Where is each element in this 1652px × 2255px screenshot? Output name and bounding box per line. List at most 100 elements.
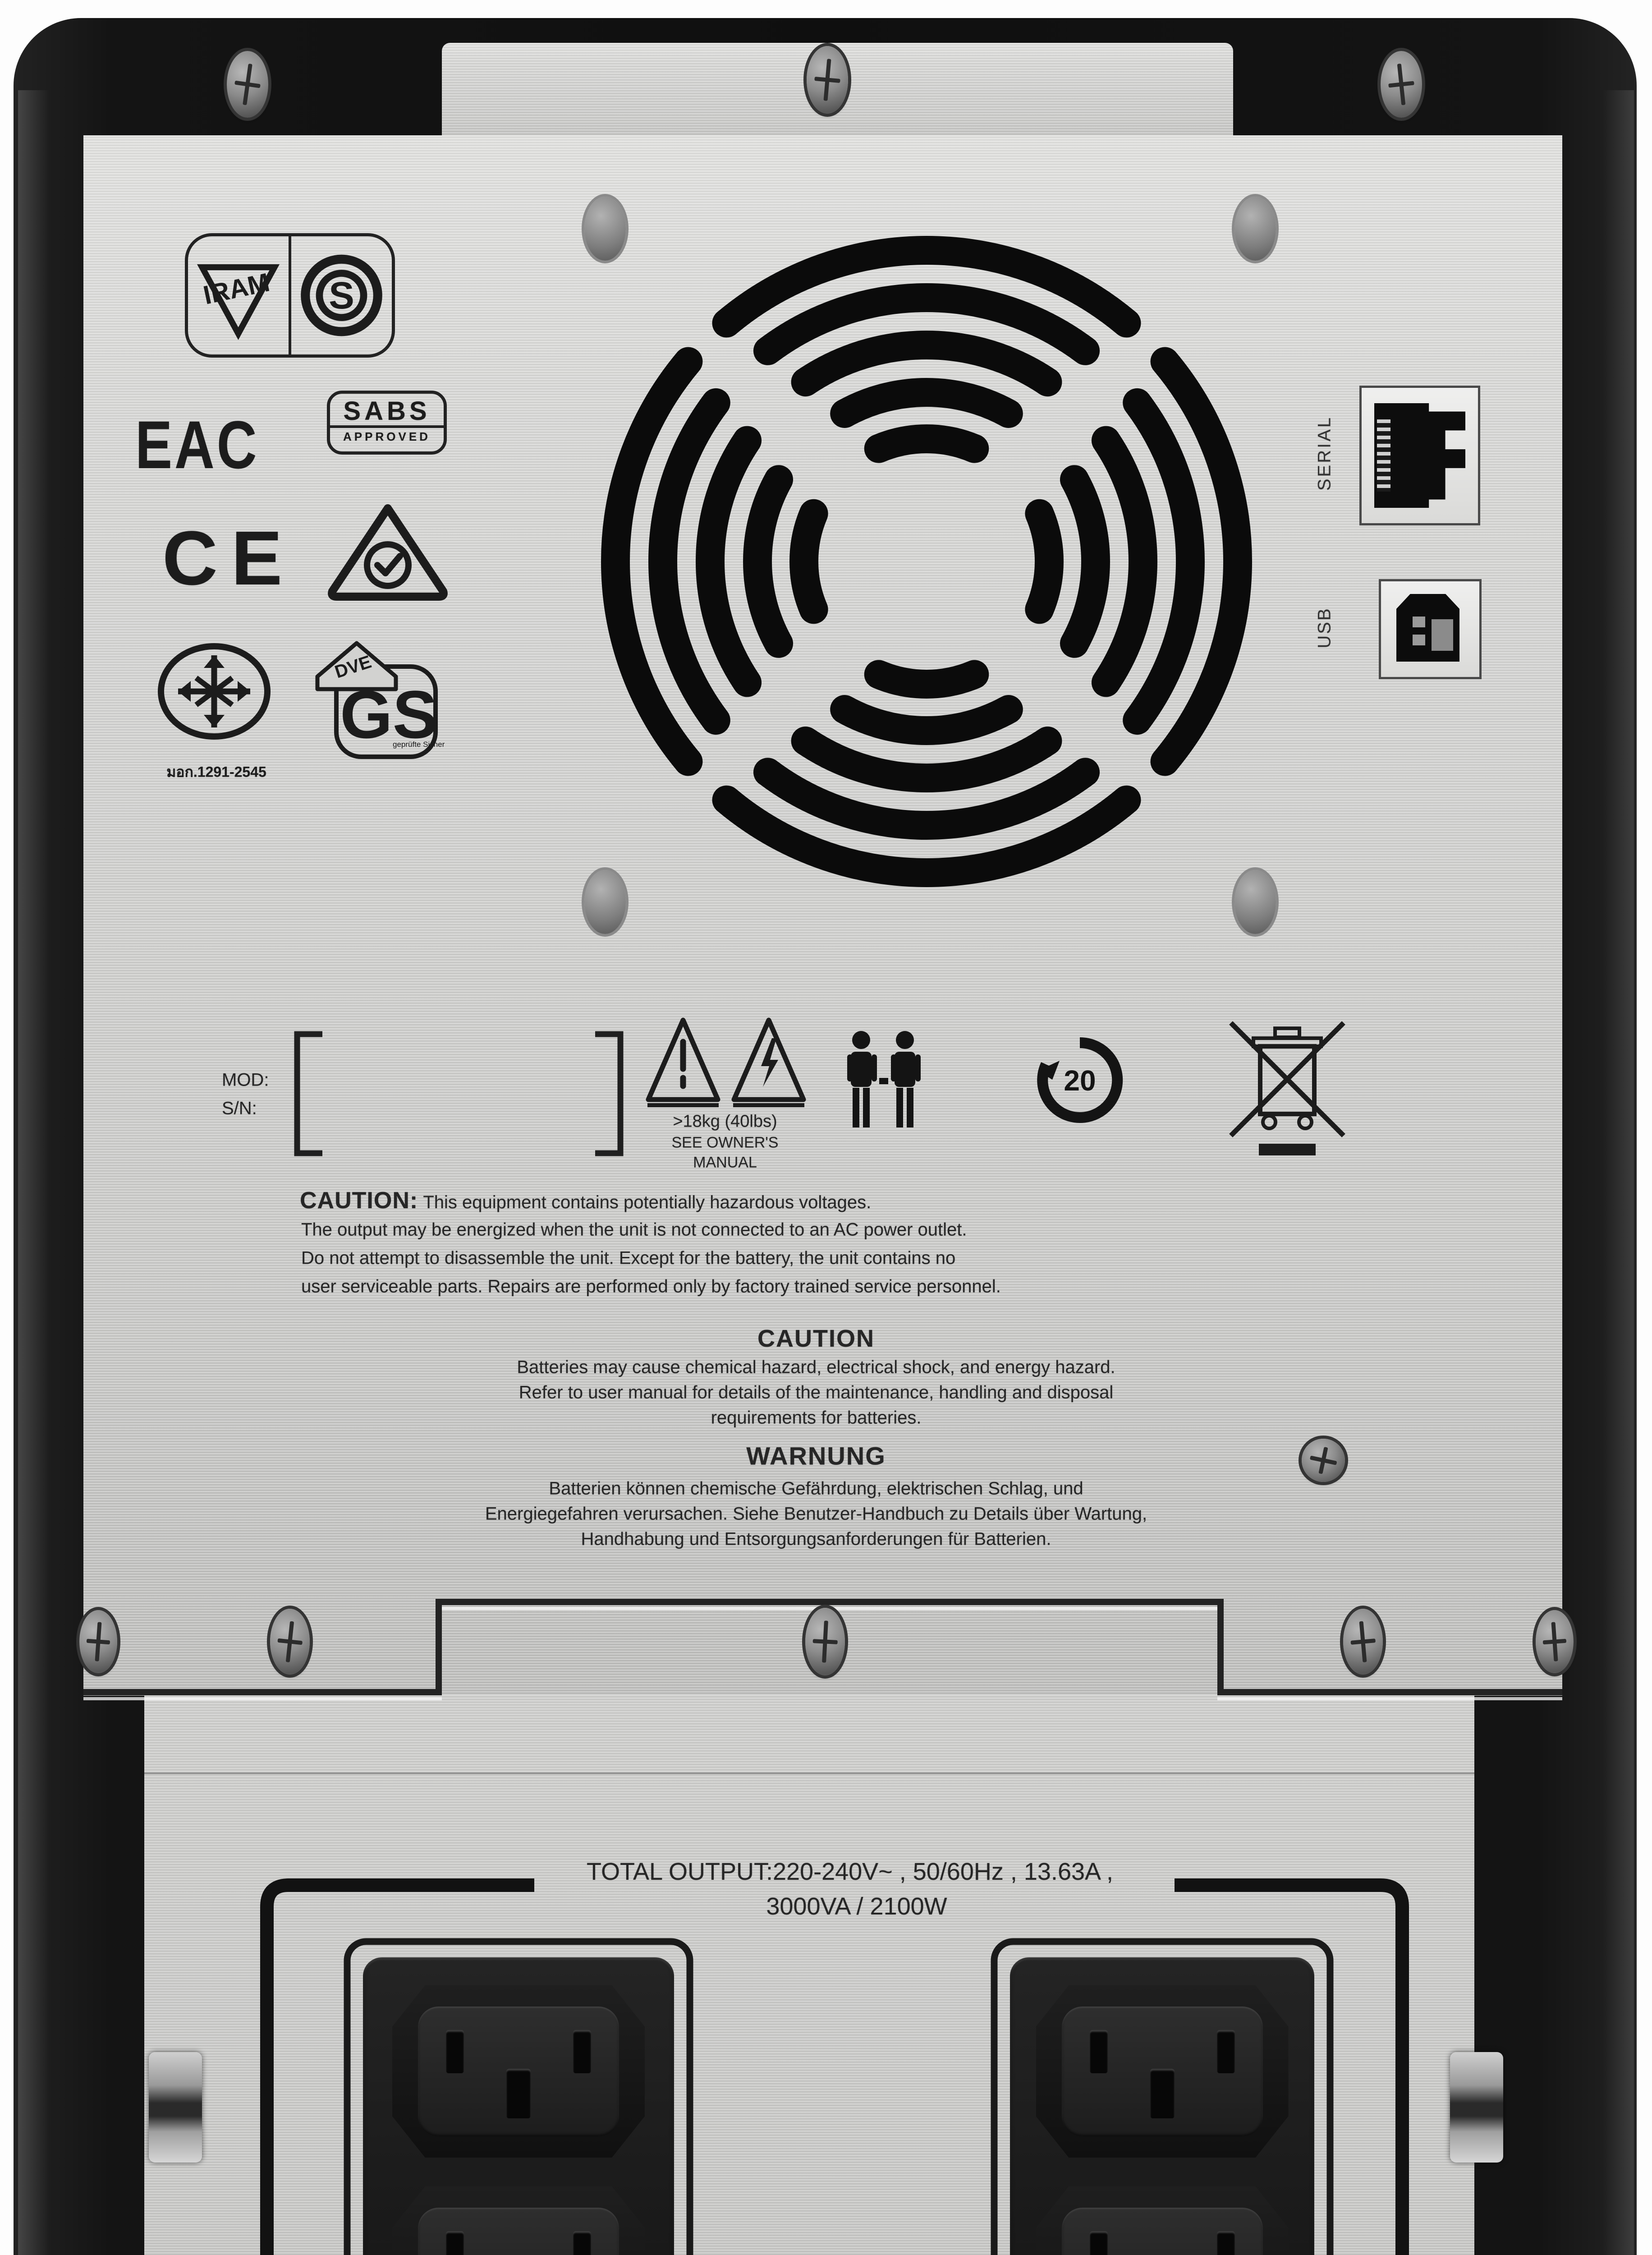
fan-grille-arc — [743, 465, 794, 658]
fan-grille-icon — [601, 236, 1252, 887]
iram-smark-logo: IRAM S — [185, 233, 395, 358]
fan-mount-hole — [584, 870, 626, 934]
usb-tongue — [1432, 619, 1453, 651]
warning-triangles-icon — [646, 1017, 806, 1107]
sabs-logo: SABS APPROVED — [327, 391, 447, 455]
c13-slot — [1150, 2069, 1175, 2118]
fan-grille-arc — [753, 283, 1100, 365]
usb-contact — [1413, 635, 1425, 645]
svg-text:S: S — [329, 274, 354, 317]
fan-grille-arc — [753, 758, 1100, 840]
fan-grille-arc — [789, 499, 828, 624]
upper-metal-panel — [83, 135, 1562, 1696]
c13-outlet — [392, 1985, 645, 2158]
iram-triangle-icon: IRAM — [197, 264, 280, 340]
fan-grille-arc — [791, 331, 1062, 397]
nameplate-brackets — [294, 1031, 624, 1156]
usb-port — [1379, 579, 1482, 679]
two-person-lift-icon — [847, 1031, 921, 1128]
caution-line3: Do not attempt to disassemble the unit. … — [301, 1248, 956, 1268]
c13-slot — [1089, 2030, 1108, 2073]
fan-grille-arc — [1091, 426, 1157, 697]
fan-grille-arc — [696, 426, 762, 697]
weight-warning: >18kg (40lbs) — [673, 1112, 777, 1131]
outlet-group-left — [363, 1957, 674, 2255]
caution-line4: user serviceable parts. Repairs are perf… — [301, 1276, 1001, 1297]
seam-tab-left-edge — [436, 1599, 442, 1695]
right-bezel-highlight — [1602, 90, 1634, 2255]
c13-slot — [573, 2030, 591, 2073]
rcm-logo — [328, 504, 448, 601]
manual-label: MANUAL — [693, 1154, 757, 1171]
c13-slot — [1216, 2030, 1235, 2073]
serial-port — [1359, 386, 1480, 525]
seam-line-left — [83, 1689, 442, 1695]
total-output-line2: 3000VA / 2100W — [766, 1893, 947, 1920]
s-mark-icon: S — [301, 254, 382, 336]
fan-mount-hole — [1234, 870, 1276, 934]
ce-logo: CE — [162, 515, 296, 601]
c13-outlet — [392, 2186, 645, 2255]
svg-text:GS: GS — [340, 676, 438, 752]
fan-grille-arc — [830, 695, 1023, 745]
c13-face — [418, 2208, 619, 2255]
mod-label: MOD: — [222, 1070, 269, 1090]
caution-line2: The output may be energized when the uni… — [301, 1220, 967, 1240]
c13-slot — [573, 2231, 591, 2255]
fan-grille-arc — [864, 660, 989, 699]
c13-face — [418, 2006, 619, 2136]
svg-text:geprüfte Sicherheit: geprüfte Sicherheit — [393, 740, 445, 749]
c13-outlet — [1036, 2186, 1289, 2255]
china-rohs-efup-icon: 20 — [1037, 1037, 1123, 1123]
fan-grille-arc — [864, 424, 989, 463]
usb-contact — [1413, 617, 1425, 627]
warnung-line3: Handhabung und Entsorgungsanforderungen … — [581, 1529, 1051, 1549]
seam-line-right — [1217, 1689, 1562, 1695]
seam-tab-right-edge — [1217, 1599, 1224, 1695]
left-bezel-highlight — [18, 90, 50, 2255]
c13-outlet — [1036, 1985, 1289, 2158]
c13-slot — [506, 2069, 531, 2118]
left-latch-clip — [149, 2052, 202, 2163]
total-output-line1: TOTAL OUTPUT:220-240V~ , 50/60Hz , 13.63… — [586, 1858, 1114, 1885]
rj45-pins — [1377, 419, 1390, 492]
fan-mount-hole — [584, 197, 626, 261]
fan-grille-arc — [1025, 499, 1064, 624]
fan-grille-arc — [1060, 465, 1110, 658]
caution-title-inline: CAUTION: — [300, 1187, 418, 1214]
c13-face — [1061, 2208, 1263, 2255]
c13-slot — [1216, 2231, 1235, 2255]
fan-grille-arc — [1150, 347, 1252, 776]
fan-grille-arc — [791, 726, 1062, 792]
seam-highlight-right — [1217, 1697, 1562, 1700]
outlet-group-right — [1010, 1957, 1314, 2255]
see-owners: SEE OWNER'S — [671, 1134, 779, 1151]
fan-grille-arc — [712, 785, 1141, 887]
caution-line1: CAUTION: This equipment contains potenti… — [300, 1187, 872, 1214]
warnung-line1: Batterien können chemische Gefährdung, e… — [549, 1478, 1083, 1499]
right-latch-clip — [1450, 2052, 1503, 2163]
fan-grille-arc — [830, 378, 1023, 428]
c13-face — [1061, 2006, 1263, 2136]
tis-logo — [158, 643, 271, 740]
c13-slot — [446, 2231, 464, 2255]
svg-text:20: 20 — [1064, 1064, 1096, 1097]
seam-line-tab-top — [436, 1599, 1224, 1605]
fan-mount-hole — [1234, 197, 1276, 261]
fan-grille-arc — [648, 388, 730, 735]
gs-logo: DVE GS geprüfte Sicherheit — [309, 635, 445, 770]
battery-caution-line2: Refer to user manual for details of the … — [519, 1382, 1114, 1403]
warnung-line2: Energiegefahren verursachen. Siehe Benut… — [485, 1504, 1147, 1524]
eac-logo: EAC — [135, 407, 259, 483]
battery-caution-line3: requirements for batteries. — [711, 1408, 922, 1428]
fan-grille-arc — [601, 347, 703, 776]
battery-caution-title: CAUTION — [757, 1325, 875, 1352]
c13-slot — [1089, 2231, 1108, 2255]
sn-label: S/N: — [222, 1098, 257, 1118]
warnung-title: WARNUNG — [746, 1441, 886, 1470]
fan-grille-arc — [712, 236, 1141, 338]
seam-highlight-left — [83, 1697, 442, 1700]
weee-bin-icon — [1229, 1021, 1345, 1155]
